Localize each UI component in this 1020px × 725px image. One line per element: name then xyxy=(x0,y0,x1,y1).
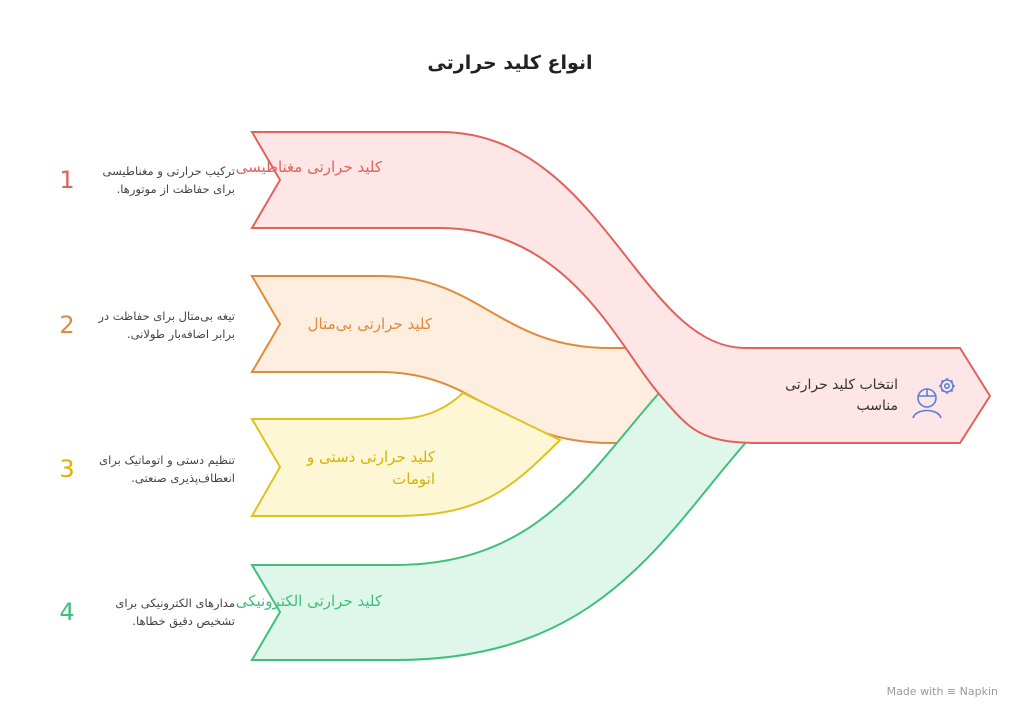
napkin-brand-text: Napkin xyxy=(959,685,998,698)
flow-band-magnetic xyxy=(250,131,992,444)
engineer-gear-icon xyxy=(912,378,955,419)
made-with-text: Made with xyxy=(886,685,944,698)
item-number-3: 3 xyxy=(59,455,75,483)
diagram-title: انواع کلید حرارتی xyxy=(427,52,593,74)
flow-band-manual-auto xyxy=(250,391,562,517)
item-description-1: ترکیب حرارتی و مغناطیسی برای حفاظت از مو… xyxy=(102,164,235,196)
flow-band-electronic xyxy=(250,390,750,661)
target-label: انتخاب کلید حرارتی مناسب xyxy=(785,377,898,414)
napkin-watermark: Made with ≡ Napkin xyxy=(887,685,998,698)
item-label-1: کلید حرارتی مغناطیسی xyxy=(235,158,382,176)
item-label-2: کلید حرارتی بی‌متال xyxy=(307,315,432,333)
napkin-logo-icon: ≡ xyxy=(946,685,957,698)
item-number-1: 1 xyxy=(59,166,75,194)
item-description-3: تنظیم دستی و اتوماتیک برای انعطاف‌پذیری … xyxy=(99,453,235,485)
item-description-2: تیغه بی‌متال برای حفاظت در برابر اضافه‌ب… xyxy=(98,309,235,341)
item-label-4: کلید حرارتی الکترونیکی xyxy=(235,592,382,610)
item-number-2: 2 xyxy=(59,311,75,339)
item-label-3: کلید حرارتی دستی و اتومات xyxy=(307,448,435,488)
item-description-4: مدارهای الکترونیکی برای تشخیص دقیق خطاها… xyxy=(115,596,235,628)
item-number-4: 4 xyxy=(59,598,75,626)
